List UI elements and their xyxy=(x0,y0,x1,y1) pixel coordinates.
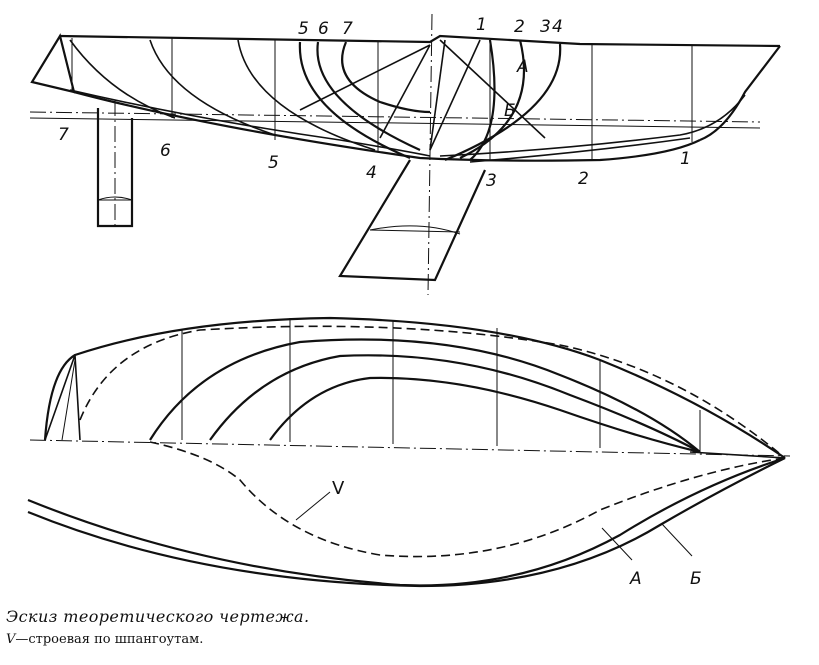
station-label-4: 4 xyxy=(552,17,563,37)
legend-text: —строевая по шпангоутам. xyxy=(15,632,204,647)
waterline xyxy=(29,111,761,123)
body-label-a: А xyxy=(516,57,529,77)
profile-label-3: 3 xyxy=(486,171,497,191)
plan-label-b: Б xyxy=(690,569,702,589)
figure-caption: Эскиз теоретического чертежа. xyxy=(6,607,310,626)
plan-stations xyxy=(181,318,701,452)
lines-drawing: 5 6 7 1 2 3 4 А Б 7 6 5 4 3 2 1 xyxy=(27,13,791,589)
centreline xyxy=(427,13,433,296)
fin-keel xyxy=(338,159,487,282)
profile-label-2: 2 xyxy=(578,169,589,189)
stations xyxy=(71,38,693,160)
station-label-3: 3 xyxy=(540,17,551,37)
profile-label-4: 4 xyxy=(366,163,377,183)
station-labels: 5 6 7 1 2 3 4 А Б xyxy=(298,15,563,121)
plan-labels: V А Б xyxy=(332,478,702,589)
buttock-3 xyxy=(469,137,691,163)
body-plan-right xyxy=(429,39,562,162)
sectional-area-curve xyxy=(149,441,786,558)
plan-transom xyxy=(44,354,81,441)
sheer-line xyxy=(59,34,781,48)
profile-label-6: 6 xyxy=(160,141,171,161)
plan-centreline xyxy=(29,439,791,457)
profile-arc-6 xyxy=(149,39,276,136)
plan-waterline-3 xyxy=(269,376,701,454)
waterline-2 xyxy=(29,117,761,129)
profile-label-1: 1 xyxy=(680,149,691,169)
plan-label-v: V xyxy=(332,478,345,499)
body-label-b: Б xyxy=(504,101,516,121)
profile-arc-5 xyxy=(237,39,376,151)
curve-a xyxy=(27,456,786,587)
legend-symbol: V xyxy=(6,632,16,647)
figure-legend: V—строевая по шпангоутам. xyxy=(6,632,203,647)
profile-label-5: 5 xyxy=(268,153,279,173)
body-plan-left xyxy=(298,41,431,160)
buttock-1 xyxy=(69,89,431,157)
stem xyxy=(699,45,781,142)
plan-label-a: А xyxy=(629,569,642,589)
transom xyxy=(30,33,76,94)
plan-dashed-sheer xyxy=(79,325,786,459)
station-label-6: 6 xyxy=(318,19,329,39)
deck-outline xyxy=(43,316,786,459)
plan-waterline-1 xyxy=(149,338,701,453)
station-label-1: 1 xyxy=(476,15,487,35)
buttock-2 xyxy=(439,94,746,157)
station-label-5: 5 xyxy=(298,19,309,39)
profile-label-7: 7 xyxy=(58,125,69,145)
profile-view xyxy=(29,13,781,296)
plan-waterline-2 xyxy=(209,354,701,453)
station-label-7: 7 xyxy=(342,19,353,39)
curve-b xyxy=(27,457,786,588)
profile-arc-7 xyxy=(69,39,176,119)
hull-bottom xyxy=(73,90,701,162)
plan-view xyxy=(27,316,791,588)
station-label-2: 2 xyxy=(514,17,525,37)
profile-labels: 7 6 5 4 3 2 1 xyxy=(58,125,691,191)
